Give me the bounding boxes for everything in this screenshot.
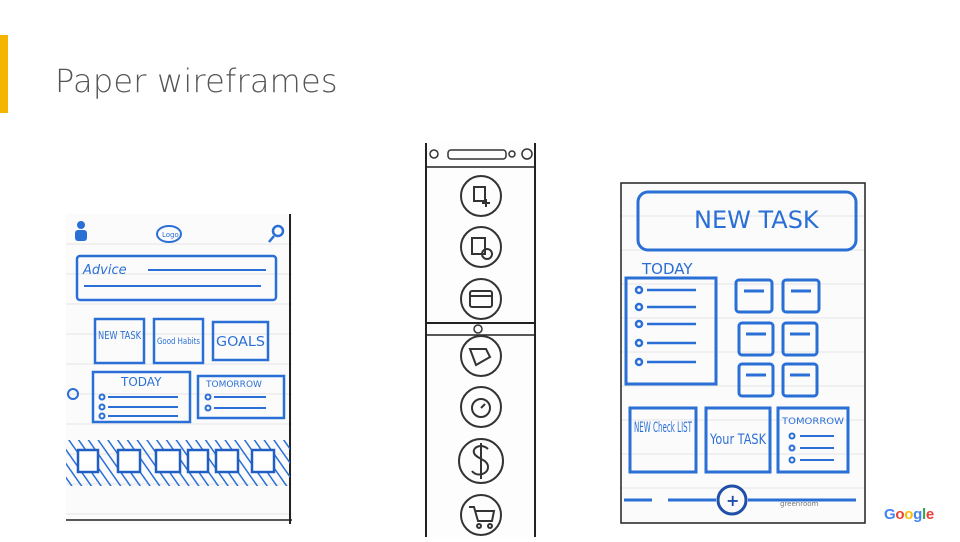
tomorrow-panel[interactable]: TOMORROW <box>776 406 850 474</box>
google-logo: Google <box>884 506 934 523</box>
calendar-add-icon[interactable] <box>460 226 502 268</box>
dollar-icon[interactable] <box>458 438 504 484</box>
task-card-grid[interactable] <box>734 278 821 398</box>
wireframe-menu-sketch <box>424 143 538 537</box>
advice-label: Advice <box>82 263 127 278</box>
person-icon <box>75 221 87 241</box>
svg-text:TOMORROW: TOMORROW <box>205 380 262 390</box>
svg-text:Your TASK: Your TASK <box>709 432 766 448</box>
svg-text:NEW Check LIST: NEW Check LIST <box>634 420 692 436</box>
svg-text:Good Habits: Good Habits <box>157 337 200 347</box>
new-task-button[interactable]: NEW TASK <box>636 190 858 252</box>
add-task-icon[interactable] <box>460 175 502 217</box>
shopping-cart-icon[interactable] <box>460 494 502 536</box>
svg-text:NEW TASK: NEW TASK <box>98 329 142 342</box>
habits-icon[interactable] <box>460 335 502 377</box>
tomorrow-panel[interactable]: TOMORROW <box>196 374 286 420</box>
svg-text:TOMORROW: TOMORROW <box>781 417 844 427</box>
good-habits-button[interactable]: Good Habits <box>152 317 205 365</box>
svg-text:NEW TASK: NEW TASK <box>694 206 820 234</box>
today-list[interactable] <box>624 276 718 386</box>
logo-label: Logo <box>162 231 179 239</box>
menu-top-icons <box>429 148 533 160</box>
bottom-nav-icons[interactable] <box>76 448 276 474</box>
advice-box <box>75 254 278 302</box>
wireframe-dashboard-sketch: NEW TASK TODAY NEW Check LIS <box>620 182 866 524</box>
accent-bar <box>0 35 8 113</box>
logo-icon <box>156 225 182 243</box>
add-button[interactable]: + <box>716 484 748 516</box>
goals-button[interactable]: GOALS <box>211 320 270 362</box>
today-label: TODAY <box>641 260 693 278</box>
today-panel[interactable]: TODAY <box>91 370 192 424</box>
your-task-button[interactable]: Your TASK <box>704 406 772 474</box>
calendar-icon[interactable] <box>460 278 502 320</box>
svg-text:+: + <box>726 491 739 510</box>
new-checklist-button[interactable]: NEW Check LIST <box>628 406 698 474</box>
wireframe-home-sketch: Logo Advice NEW TASK Good Habits GOALS T… <box>66 214 292 524</box>
svg-text:TODAY: TODAY <box>120 375 162 389</box>
greenroom-watermark: greenroom <box>780 500 819 508</box>
search-icon <box>268 224 285 243</box>
timer-icon[interactable] <box>460 386 502 428</box>
svg-text:GOALS: GOALS <box>216 335 265 350</box>
slide-title: Paper wireframes <box>55 62 338 100</box>
new-task-button[interactable]: NEW TASK <box>93 317 146 365</box>
